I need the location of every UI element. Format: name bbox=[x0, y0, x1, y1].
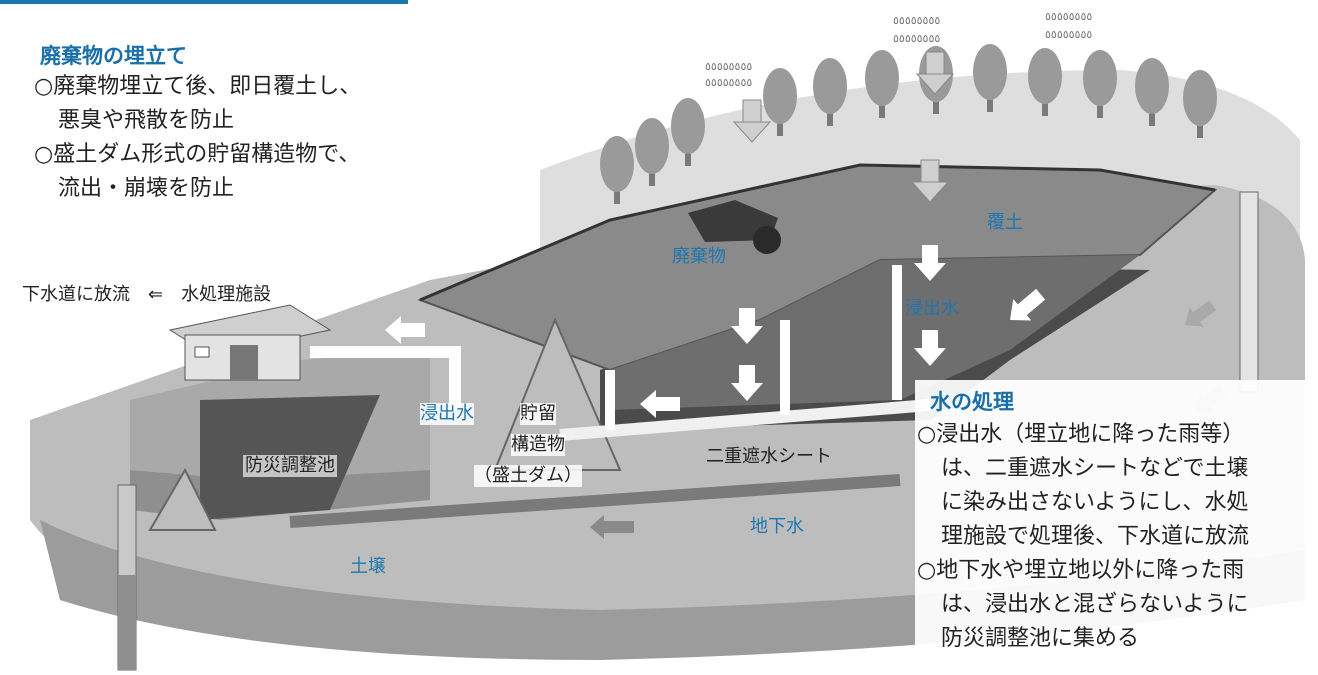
top-accent-rule bbox=[0, 0, 408, 4]
left-info-panel: 廃棄物の埋立て ○廃棄物埋立て後、即日覆土し、悪臭や飛散を防止 ○盛土ダム形式の貯… bbox=[30, 42, 410, 234]
left-panel-line: 悪臭や飛散を防止 bbox=[58, 108, 235, 133]
soil-label: 土壌 bbox=[350, 556, 386, 577]
storage-label-3: （盛土ダム） bbox=[474, 465, 582, 487]
right-panel-line: ○浸出水（埋立地に降った雨等） bbox=[917, 422, 1245, 447]
svg-text:٥٥٥٥٥٥٥٥: ٥٥٥٥٥٥٥٥ bbox=[893, 14, 940, 27]
right-panel-lines: ○浸出水（埋立地に降った雨等） は、二重遮水シートなどで土壌に染み出さないようにし… bbox=[915, 418, 1318, 656]
left-panel-lines: ○廃棄物埋立て後、即日覆土し、悪臭や飛散を防止 ○盛土ダム形式の貯留構造物で、流出… bbox=[30, 70, 410, 206]
right-panel-line: ○地下水や埋立地以外に降った雨 bbox=[917, 558, 1245, 583]
left-panel-line: ○廃棄物埋立て後、即日覆土し、 bbox=[34, 74, 362, 99]
double-sheet-label: 二重遮水シート bbox=[706, 446, 832, 467]
right-panel-title: 水の処理 bbox=[930, 390, 1014, 414]
monitoring-well-right bbox=[1239, 191, 1259, 393]
left-panel-line: ○盛土ダム形式の貯留構造物で、 bbox=[34, 142, 361, 167]
right-info-panel: 水の処理 ○浸出水（埋立地に降った雨等） は、二重遮水シートなどで土壌に染み出さな… bbox=[915, 380, 1318, 675]
treatment-facility bbox=[168, 304, 332, 381]
monitoring-well-left bbox=[117, 484, 137, 671]
svg-text:٥٥٥٥٥٥٥٥: ٥٥٥٥٥٥٥٥ bbox=[893, 32, 940, 45]
left-panel-line: 流出・崩壊を防止 bbox=[58, 176, 235, 201]
svg-text:٥٥٥٥٥٥٥٥: ٥٥٥٥٥٥٥٥ bbox=[1045, 28, 1092, 41]
discharge-label: 下水道に放流 ⇐ 水処理施設 bbox=[18, 284, 276, 306]
svg-text:٥٥٥٥٥٥٥٥: ٥٥٥٥٥٥٥٥ bbox=[705, 76, 752, 89]
svg-text:٥٥٥٥٥٥٥٥: ٥٥٥٥٥٥٥٥ bbox=[705, 60, 752, 73]
rain-drops: ٥٥٥٥٥٥٥٥ ٥٥٥٥٥٥٥٥ ٥٥٥٥٥٥٥٥ ٥٥٥٥٥٥٥٥ ٥٥٥٥… bbox=[705, 10, 1092, 89]
right-panel-line: に染み出さないようにし、水処 bbox=[941, 490, 1249, 515]
leachate-pipe bbox=[310, 346, 461, 410]
svg-text:٥٥٥٥٥٥٥٥: ٥٥٥٥٥٥٥٥ bbox=[1045, 10, 1092, 23]
right-panel-line: は、二重遮水シートなどで土壌 bbox=[941, 456, 1249, 481]
collection-pipe bbox=[559, 399, 931, 441]
left-panel-title: 廃棄物の埋立て bbox=[40, 44, 187, 68]
groundwater-label: 地下水 bbox=[750, 516, 804, 537]
storage-label-2: 構造物 bbox=[511, 434, 565, 456]
cover-soil-label: 覆土 bbox=[987, 212, 1023, 233]
leachate-lower-label: 浸出水 bbox=[420, 403, 474, 425]
right-panel-line: 防災調整池に集める bbox=[941, 626, 1140, 651]
storage-label-1: 貯留 bbox=[520, 403, 556, 425]
compactor-machine bbox=[688, 200, 781, 254]
right-panel-line: 理施設で処理後、下水道に放流 bbox=[941, 524, 1250, 549]
waste-label: 廃棄物 bbox=[672, 246, 726, 267]
leachate-upper-label: 浸出水 bbox=[905, 298, 959, 319]
right-panel-line: は、浸出水と混ざらないように bbox=[941, 592, 1249, 617]
disaster-pond-label: 防災調整池 bbox=[243, 455, 337, 477]
groundwater-pipe bbox=[289, 474, 901, 528]
